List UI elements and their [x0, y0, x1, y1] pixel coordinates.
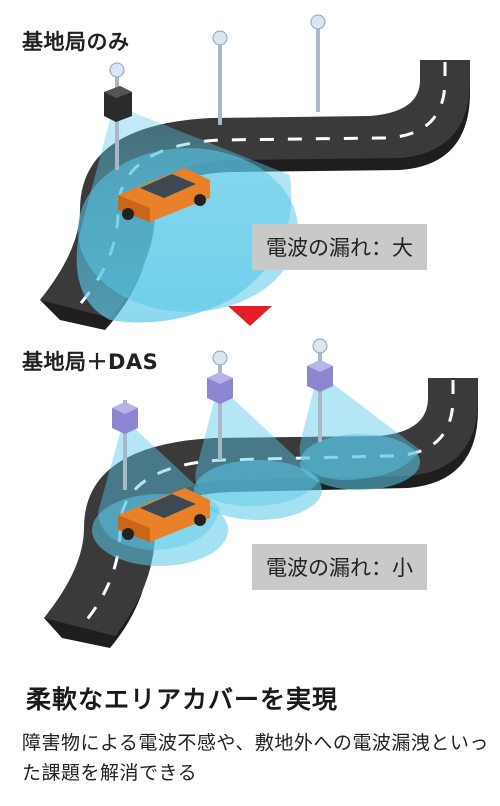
headline: 柔軟なエリアカバーを実現	[26, 685, 339, 714]
panel-title: 基地局のみ	[22, 30, 130, 54]
das-antenna	[207, 350, 233, 460]
base-station-das-illustration	[44, 338, 478, 648]
panel-title: 基地局＋DAS	[22, 350, 159, 374]
light-pole-lamp	[212, 30, 228, 46]
leak-label: 電波の漏れ：大	[252, 224, 427, 270]
base-station-das-panel: 基地局＋DAS 電波の漏れ：小	[0, 330, 500, 660]
base-station-unit	[104, 86, 132, 122]
leak-label: 電波の漏れ：小	[252, 544, 427, 590]
description: 障害物による電波不感や、敷地外への電波漏洩といった課題を解消できる	[22, 732, 489, 784]
das-antenna	[307, 338, 333, 442]
base-station-only-panel: 基地局のみ 電波の漏れ：大	[0, 0, 500, 340]
das-footprint	[300, 434, 420, 490]
road-centerline	[78, 380, 455, 629]
car	[118, 488, 210, 542]
light-pole-lamp	[310, 14, 326, 30]
das-antenna	[112, 400, 138, 490]
base-station-only-illustration	[40, 14, 470, 330]
car	[118, 168, 210, 222]
das-footprint	[194, 460, 322, 520]
base-station-lamp	[109, 62, 125, 78]
down-arrow-icon	[228, 306, 272, 326]
